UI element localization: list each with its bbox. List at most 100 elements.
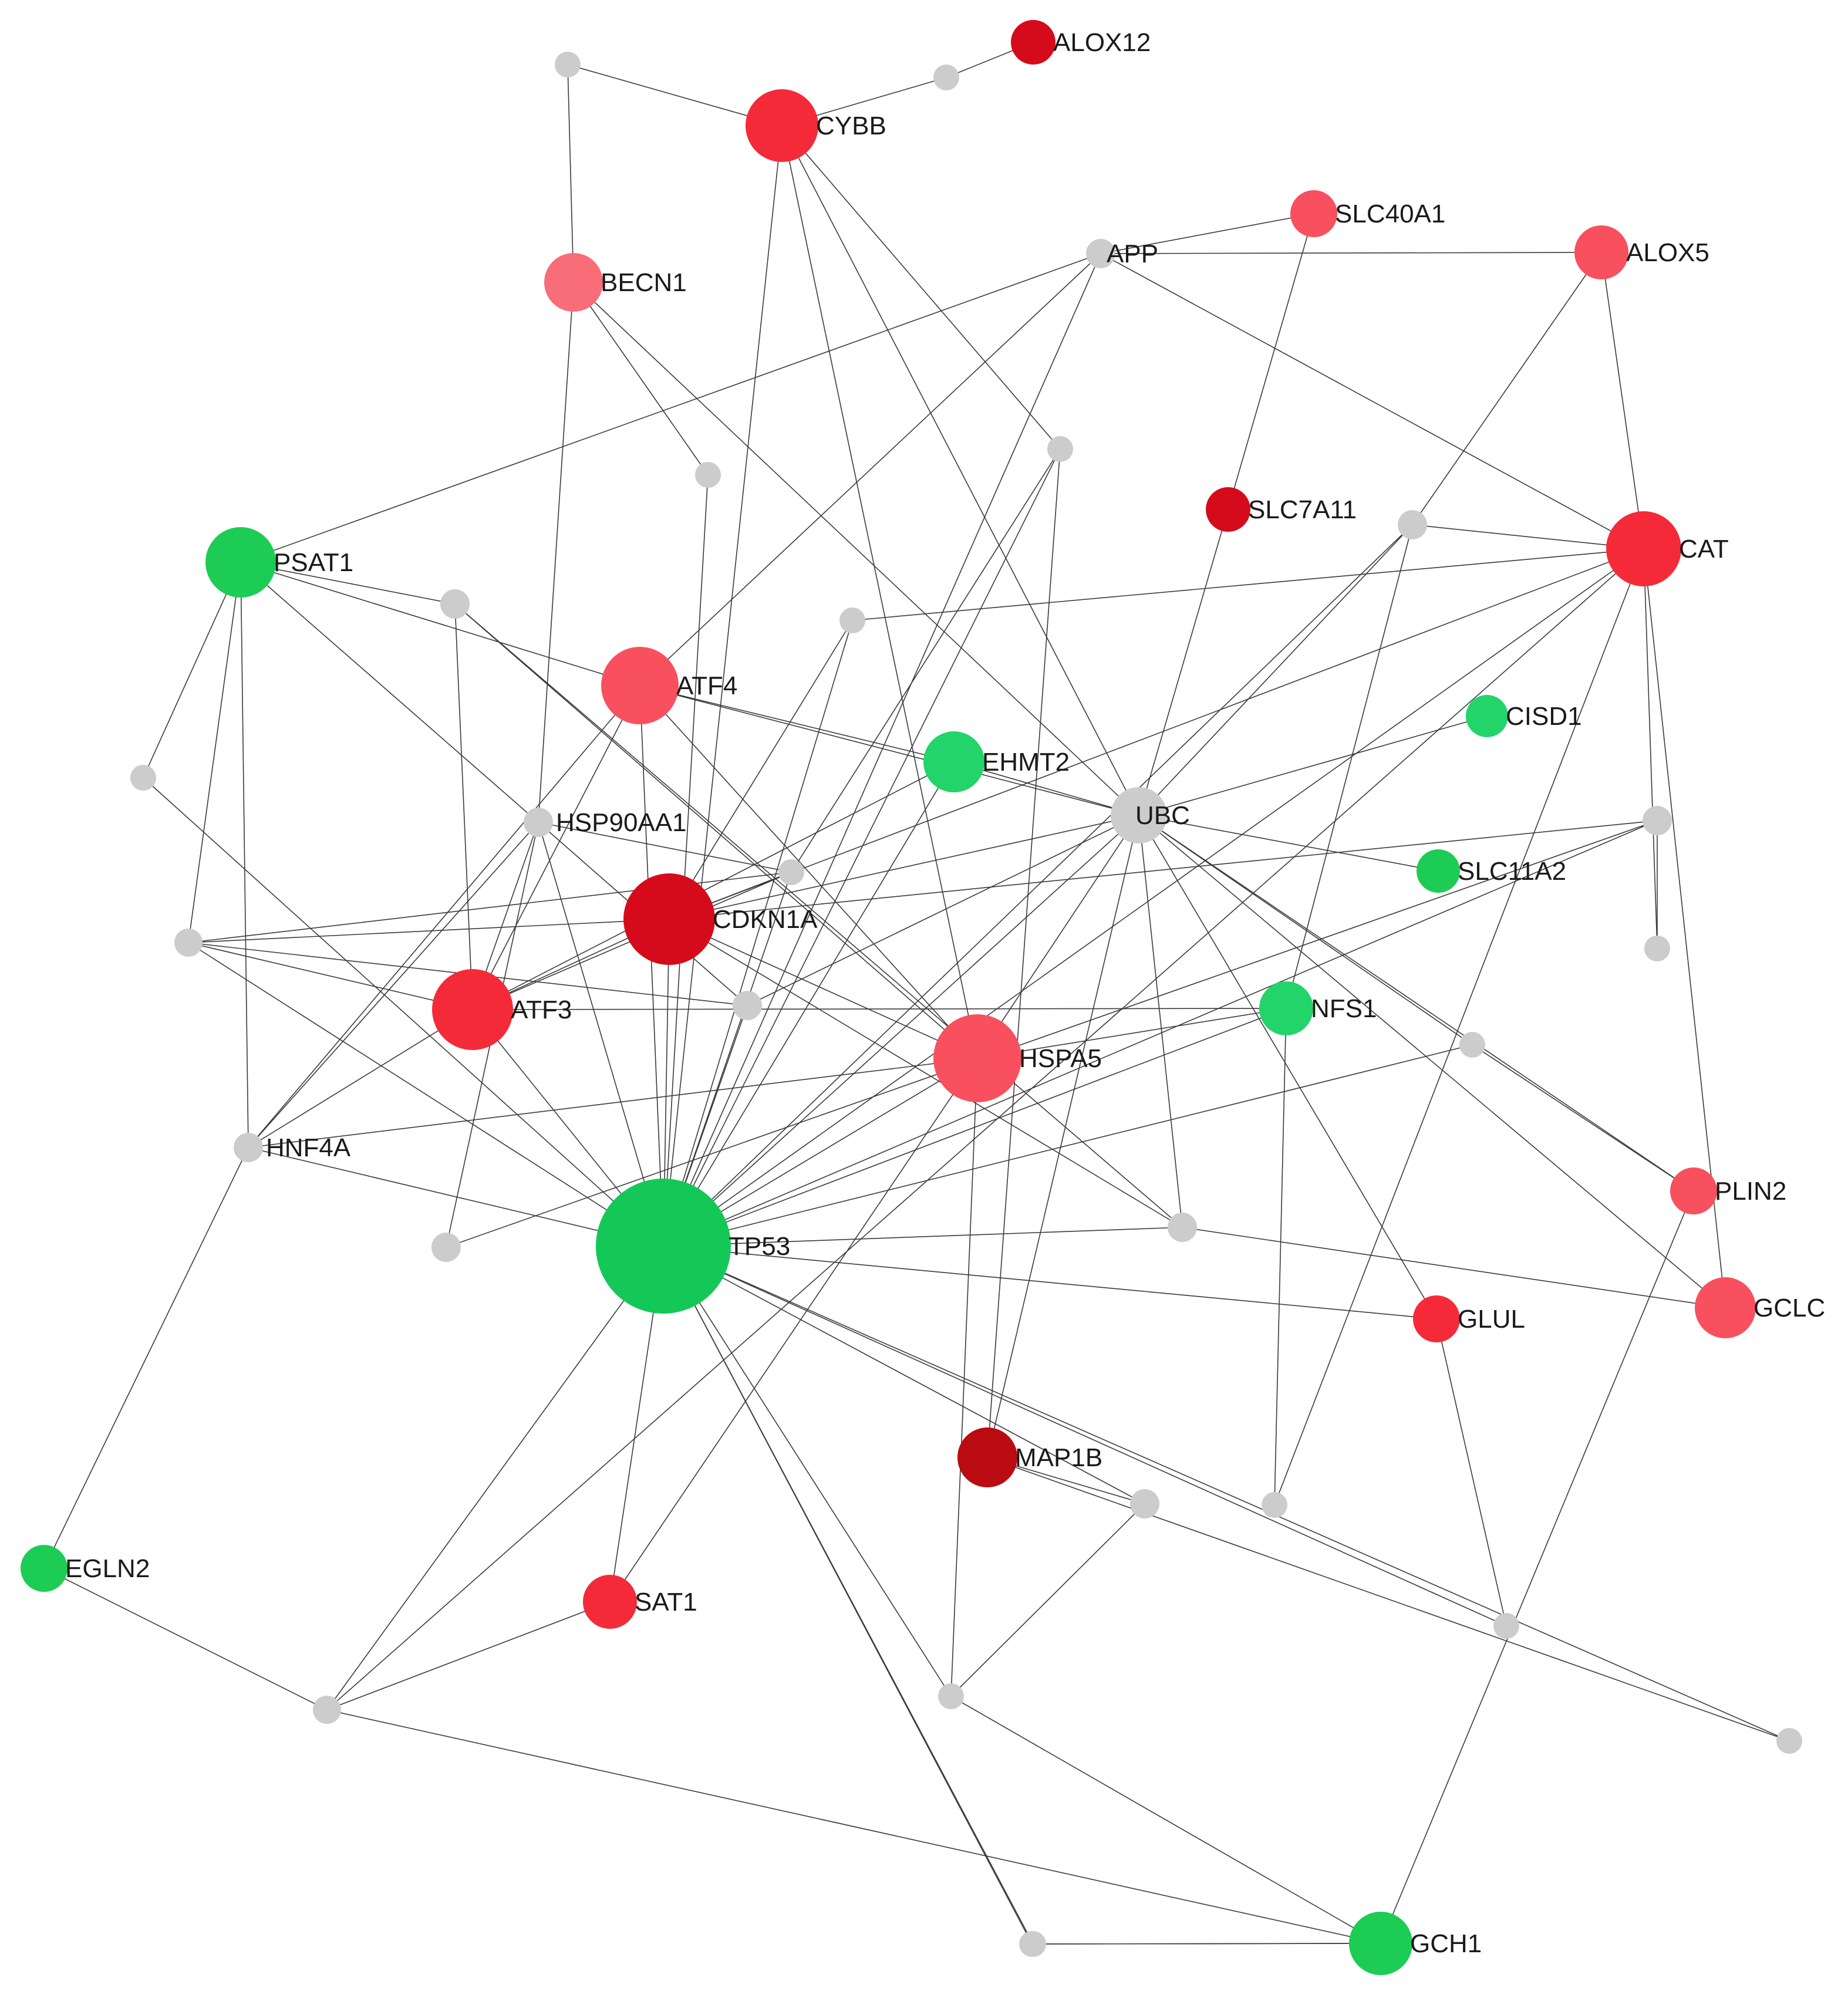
node-slc7a11[interactable] <box>1206 487 1250 532</box>
node-unlabeled-g2[interactable] <box>933 65 959 90</box>
node-unlabeled-g10[interactable] <box>174 929 203 957</box>
edge-CAT-CDKN1A <box>669 548 1644 920</box>
edge-ATF3-g10 <box>188 942 473 1010</box>
edge-EHMT2-TP53 <box>663 761 955 1247</box>
label-nfs1: NFS1 <box>1311 994 1377 1023</box>
node-app[interactable] <box>1086 239 1115 268</box>
edge-ATF4-HSPA5 <box>639 685 978 1059</box>
edge-TP53-g24 <box>663 1246 1033 1945</box>
node-atf4[interactable] <box>601 647 679 724</box>
node-gch1[interactable] <box>1349 1912 1412 1975</box>
edge-g5-UBC <box>1138 524 1413 816</box>
edge-TP53-g21 <box>663 1246 1507 1626</box>
node-unlabeled-g6[interactable] <box>839 608 865 633</box>
edge-g12-CDKN1A <box>669 820 1658 920</box>
edge-CAT-TP53 <box>663 548 1644 1247</box>
node-map1b[interactable] <box>957 1427 1017 1487</box>
node-unlabeled-g24[interactable] <box>1019 1931 1045 1957</box>
node-unlabeled-g7[interactable] <box>130 765 156 791</box>
edge-HSPA5-SAT1 <box>609 1058 978 1602</box>
edge-HSP90AA1-TP53 <box>538 822 664 1247</box>
edge-g20-GCH1 <box>326 1709 1381 1944</box>
node-cdkn1a[interactable] <box>623 873 715 965</box>
node-plin2[interactable] <box>1670 1167 1717 1214</box>
edge-HSPA5-HNF4A <box>248 1058 978 1148</box>
edge-ATF3-NFS1 <box>472 1008 1287 1010</box>
edge-EHMT2-UBC <box>953 761 1139 816</box>
edge-UBC-TP53 <box>663 815 1139 1247</box>
node-becn1[interactable] <box>544 253 603 312</box>
node-unlabeled-g1[interactable] <box>555 52 581 77</box>
node-psat1[interactable] <box>205 527 276 598</box>
edge-UBC-GLUL <box>1138 815 1437 1319</box>
node-unlabeled-g18[interactable] <box>1644 936 1670 961</box>
edge-PSAT1-HNF4A <box>240 562 249 1148</box>
edge-CYBB-TP53 <box>663 125 783 1247</box>
edge-UBC-HSPA5 <box>977 815 1139 1059</box>
edge-HSP90AA1-HNF4A <box>248 822 539 1148</box>
node-egln2[interactable] <box>21 1545 68 1592</box>
node-unlabeled-g23[interactable] <box>1776 1728 1802 1754</box>
label-hnf4a: HNF4A <box>266 1133 351 1162</box>
node-unlabeled-g13[interactable] <box>1168 1213 1197 1242</box>
edge-ATF3-HNF4A <box>248 1009 473 1148</box>
node-alox5[interactable] <box>1574 225 1628 279</box>
edge-g12-g14 <box>446 820 1658 1248</box>
edge-BECN1-g3 <box>573 282 709 475</box>
node-hnf4a[interactable] <box>234 1133 263 1162</box>
edge-PLIN2-GCH1 <box>1380 1190 1694 1944</box>
node-unlabeled-g21[interactable] <box>1493 1613 1519 1639</box>
node-unlabeled-g8[interactable] <box>440 589 470 619</box>
node-unlabeled-g15[interactable] <box>1130 1489 1159 1518</box>
node-unlabeled-g5[interactable] <box>1398 510 1427 539</box>
label-map1b: MAP1B <box>1015 1443 1102 1472</box>
label-cat: CAT <box>1679 535 1729 563</box>
node-unlabeled-g11[interactable] <box>733 991 762 1020</box>
node-slc11a2[interactable] <box>1417 849 1460 893</box>
node-alox12[interactable] <box>1011 20 1055 65</box>
edge-TP53-g20 <box>326 1246 664 1710</box>
node-gclc[interactable] <box>1695 1277 1756 1338</box>
node-hsp90aa1[interactable] <box>524 808 553 837</box>
edge-ALOX5-CAT <box>1601 252 1644 549</box>
label-slc11a2: SLC11A2 <box>1458 857 1566 886</box>
node-slc40a1[interactable] <box>1290 190 1337 237</box>
node-unlabeled-g14[interactable] <box>431 1233 461 1262</box>
node-nfs1[interactable] <box>1259 981 1313 1035</box>
edge-CDKN1A-g10 <box>188 919 670 943</box>
node-unlabeled-g9[interactable] <box>778 859 804 885</box>
node-sat1[interactable] <box>583 1575 637 1629</box>
label-sat1: SAT1 <box>635 1588 697 1616</box>
node-atf3[interactable] <box>432 969 513 1050</box>
node-glul[interactable] <box>1413 1295 1460 1342</box>
node-unlabeled-g17[interactable] <box>938 1683 964 1709</box>
edge-UBC-GCLC <box>1138 815 1726 1308</box>
edge-SAT1-g20 <box>326 1601 611 1710</box>
edge-SLC7A11-UBC <box>1138 509 1229 816</box>
node-cybb[interactable] <box>746 89 818 162</box>
node-cat[interactable] <box>1606 511 1681 586</box>
node-unlabeled-g19[interactable] <box>1262 1492 1287 1518</box>
node-unlabeled-g20[interactable] <box>313 1696 341 1724</box>
label-alox12: ALOX12 <box>1053 28 1151 57</box>
node-ehmt2[interactable] <box>923 731 984 792</box>
edge-CYBB-HSPA5 <box>781 125 978 1059</box>
node-unlabeled-g16[interactable] <box>1459 1032 1485 1058</box>
edge-APP-PSAT1 <box>240 253 1101 563</box>
edge-NFS1-HSPA5 <box>977 1008 1287 1059</box>
node-hspa5[interactable] <box>933 1014 1021 1102</box>
label-alox5: ALOX5 <box>1626 238 1709 267</box>
node-cisd1[interactable] <box>1466 695 1508 737</box>
node-tp53[interactable] <box>596 1179 731 1314</box>
edge-g8-ATF3 <box>454 603 473 1010</box>
node-unlabeled-g4[interactable] <box>1047 436 1073 462</box>
edge-CAT-g18 <box>1643 548 1658 949</box>
label-hsp90aa1: HSP90AA1 <box>556 808 687 837</box>
node-unlabeled-g12[interactable] <box>1643 806 1672 835</box>
edge-HNF4A-TP53 <box>248 1147 664 1247</box>
edge-g6-TP53 <box>663 620 853 1247</box>
nodes-layer <box>21 20 1802 1975</box>
node-ubc[interactable] <box>1111 787 1167 843</box>
edge-BECN1-UBC <box>573 282 1139 816</box>
node-unlabeled-g3[interactable] <box>695 462 721 488</box>
